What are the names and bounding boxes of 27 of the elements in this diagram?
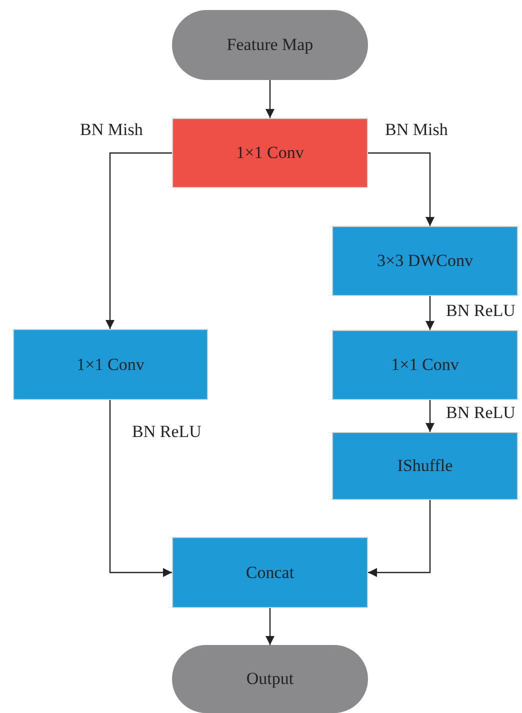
arrow [266, 80, 274, 118]
node-label: 3×3 DWConv [377, 251, 473, 271]
node-label: 1×1 Conv [236, 143, 304, 163]
arrow [426, 400, 434, 432]
arrow [106, 152, 172, 329]
node-label: 1×1 Conv [391, 355, 459, 375]
edge-label: BN ReLU [446, 403, 516, 423]
process-box [172, 537, 368, 608]
process-box [172, 118, 368, 188]
arrow [368, 152, 434, 226]
node-label: Feature Map [226, 35, 314, 55]
edge-label: BN Mish [80, 120, 143, 140]
edge-label: BN Mish [385, 120, 448, 140]
node-label: 1×1 Conv [76, 354, 144, 374]
process-box [332, 226, 518, 296]
process-box [332, 330, 518, 400]
node-label: IShuffle [397, 456, 453, 476]
process-box [332, 432, 518, 500]
node-label: Output [246, 669, 294, 689]
arrow [109, 400, 172, 577]
node-label: Concat [246, 562, 294, 582]
process-box [13, 329, 208, 400]
arrow [266, 608, 274, 645]
edge-label: BN ReLU [132, 422, 202, 442]
arrow [368, 500, 431, 577]
arrow [426, 296, 434, 330]
edge-label: BN ReLU [446, 301, 516, 321]
